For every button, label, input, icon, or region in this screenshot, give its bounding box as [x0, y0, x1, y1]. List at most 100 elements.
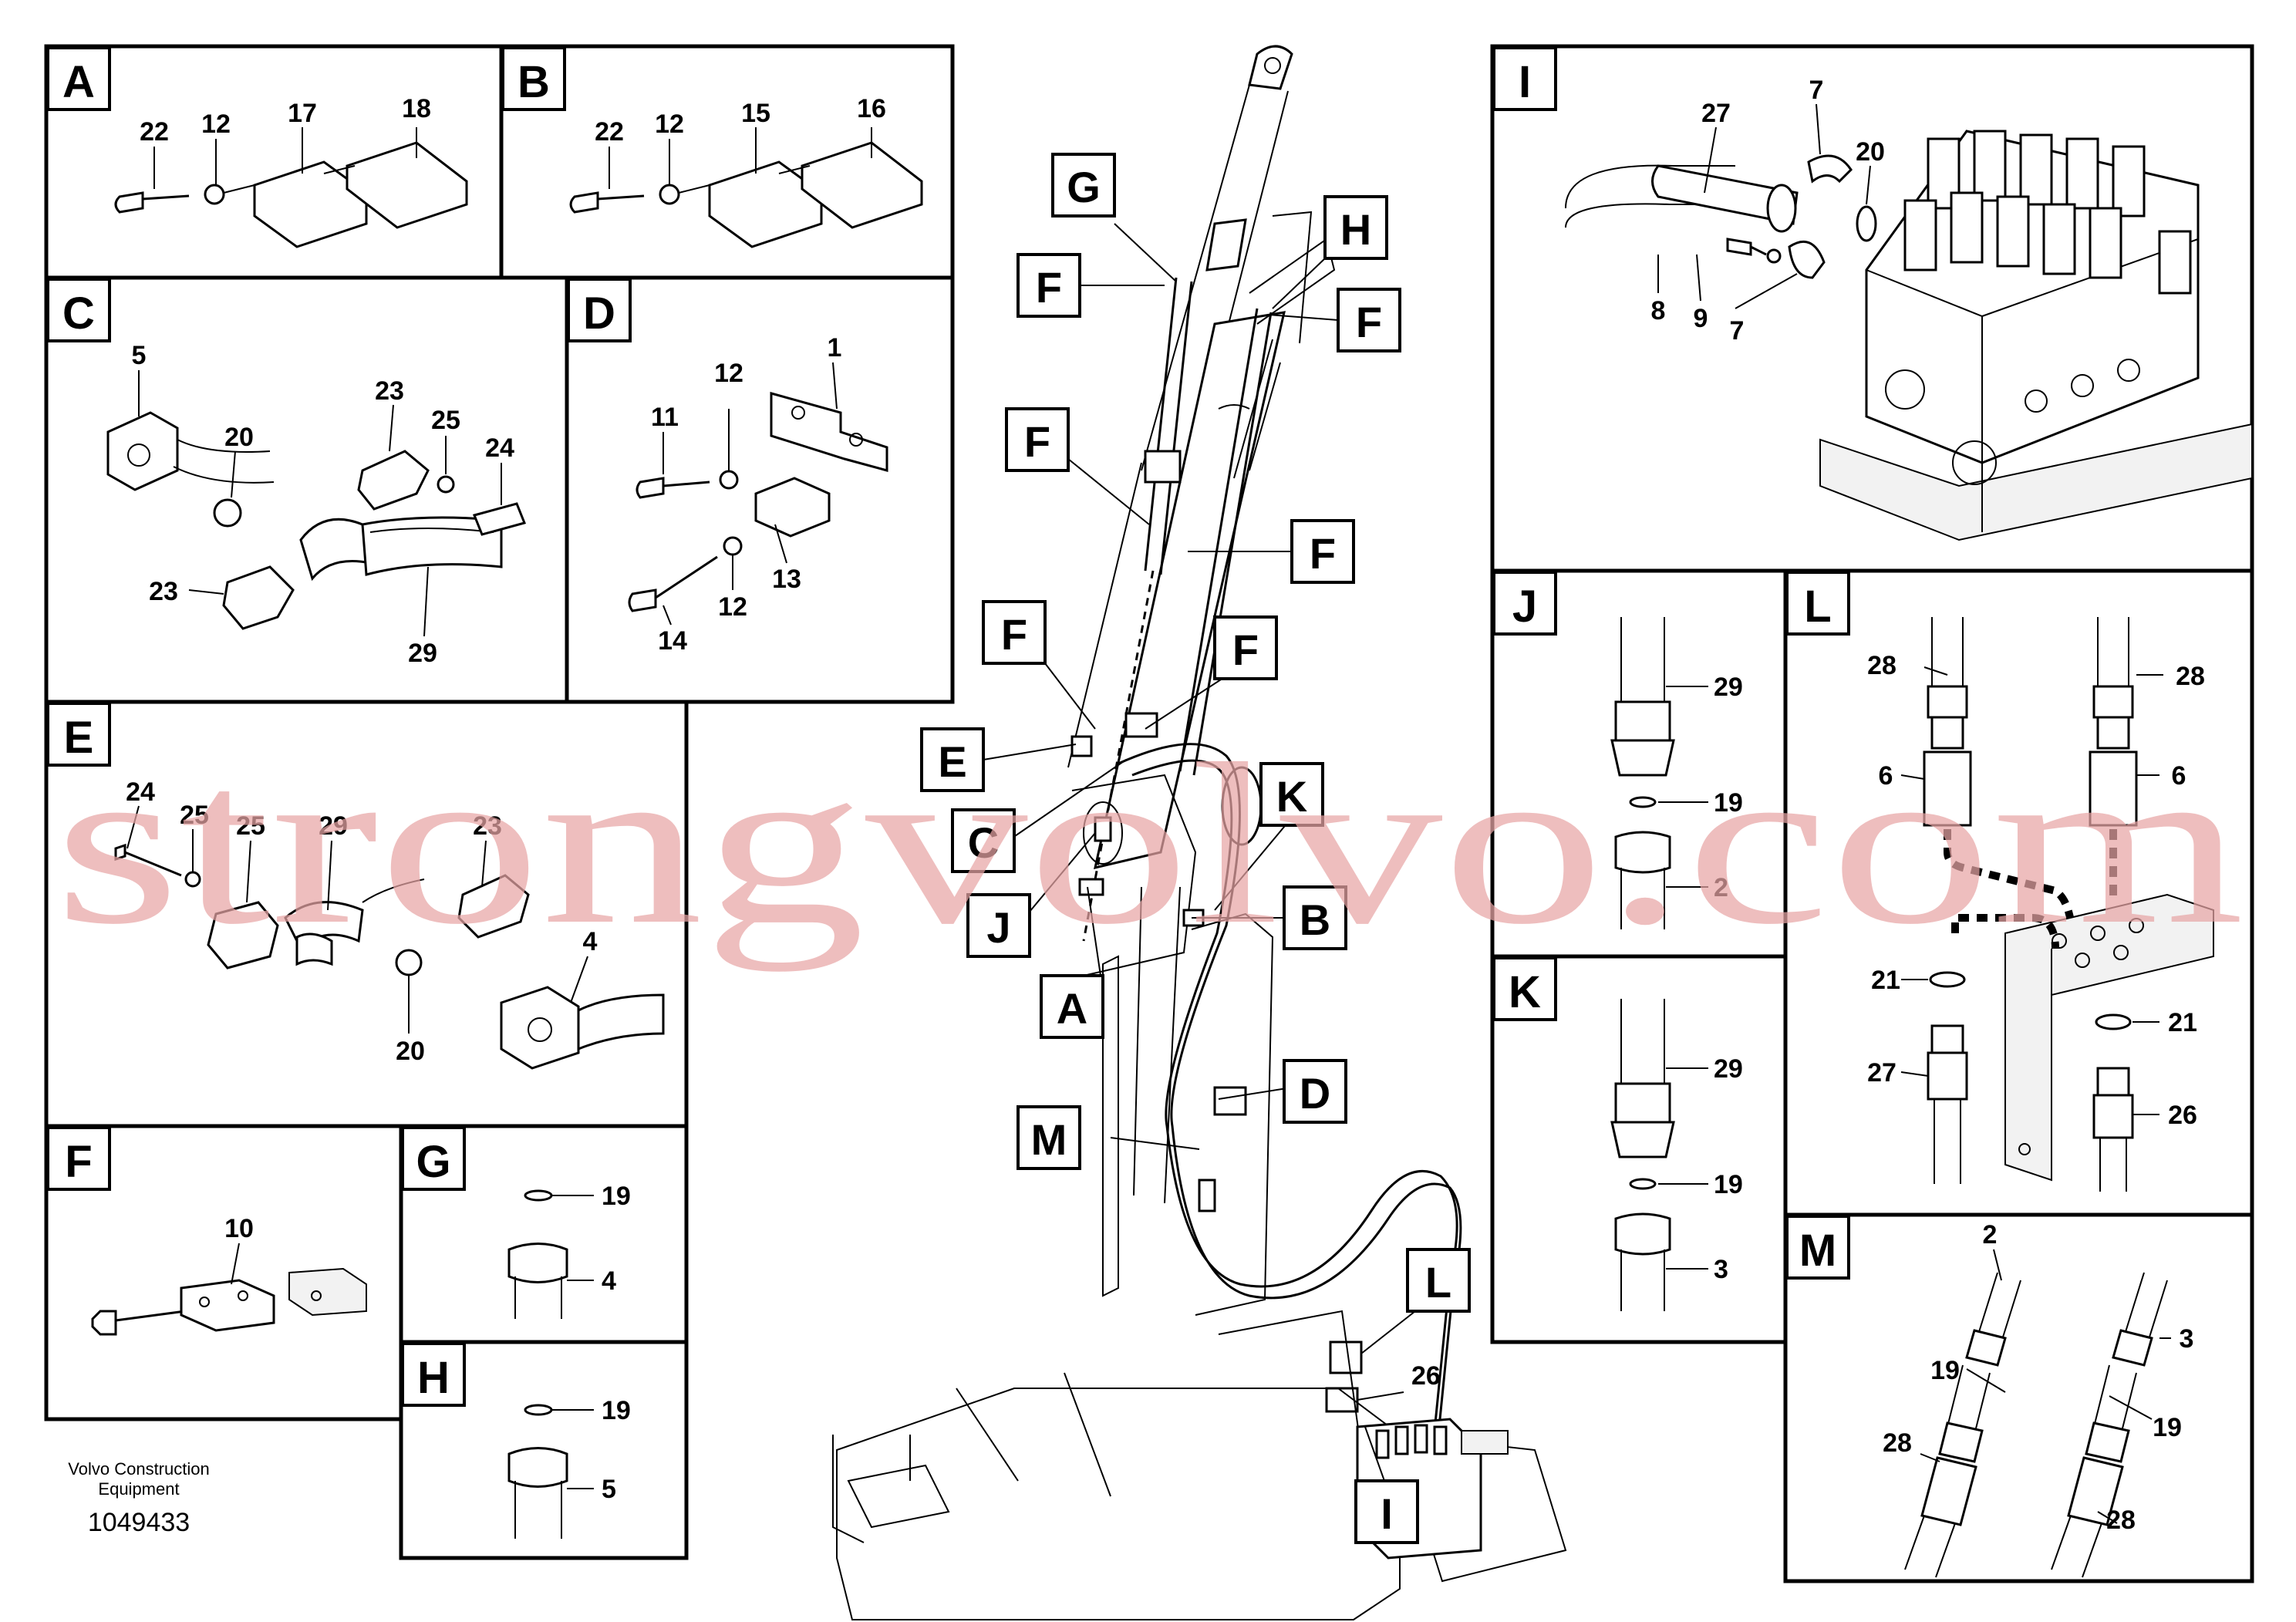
panel-i-callout-7-top: 7	[1809, 76, 1824, 105]
panel-i-callout-8: 8	[1651, 296, 1666, 325]
view-label-f-2-text: F	[1356, 298, 1382, 346]
panel-h-drawing	[507, 1404, 594, 1539]
panel-l-callout-28-right: 28	[2176, 662, 2205, 691]
panel-h-callout-19: 19	[602, 1396, 631, 1425]
panel-e-callout-25-a: 25	[180, 801, 209, 830]
panel-m-callout-19-left: 19	[1930, 1356, 1960, 1385]
main-assembly-drawing	[832, 45, 1567, 1620]
panel-b-callout-22: 22	[595, 117, 624, 147]
panel-d-callout-13: 13	[772, 565, 801, 594]
panel-d-callout-1: 1	[828, 333, 842, 363]
panel-tag-j: J	[1492, 571, 1557, 636]
view-label-h-text: H	[1340, 205, 1371, 254]
panel-b-drawing	[569, 127, 923, 248]
panel-e-callout-4: 4	[583, 927, 598, 956]
panel-l-drawing	[1900, 617, 2214, 1192]
panel-e-callout-23: 23	[473, 811, 502, 841]
panel-l-callout-27: 27	[1867, 1058, 1896, 1088]
view-label-g-text: G	[1067, 163, 1101, 211]
panel-i-callout-9: 9	[1694, 304, 1708, 333]
panel-tag-g-text: G	[416, 1137, 450, 1187]
panel-m-drawing	[1904, 1249, 2171, 1578]
panel-d-callout-12-bottom: 12	[718, 592, 747, 622]
panel-j-callout-2: 2	[1714, 873, 1728, 902]
panel-g-drawing	[507, 1189, 594, 1319]
view-label-d-text: D	[1300, 1069, 1330, 1118]
view-label-f-1-text: F	[1036, 263, 1062, 312]
panel-frames	[44, 44, 2254, 1583]
panel-e-drawing	[114, 805, 665, 1070]
panel-i-drawing	[1565, 103, 2253, 541]
panel-c-callout-23-bottom: 23	[149, 577, 178, 606]
panel-tag-k: K	[1492, 956, 1557, 1021]
panel-tag-g: G	[401, 1126, 466, 1191]
panel-j-callout-29: 29	[1714, 673, 1743, 702]
panel-tag-a: A	[46, 46, 111, 111]
view-label-e-text: E	[938, 737, 966, 786]
panel-c-callout-23-top: 23	[375, 376, 404, 406]
panel-c-callout-24: 24	[485, 433, 514, 463]
panel-l-callout-21-right: 21	[2168, 1008, 2197, 1037]
view-label-f-4-text: F	[1310, 529, 1336, 578]
panel-m-callout-28-left: 28	[1883, 1428, 1912, 1458]
panel-e-callout-25-b: 25	[236, 811, 265, 841]
view-label-m-text: M	[1031, 1115, 1067, 1164]
panel-j-drawing	[1610, 617, 1708, 929]
panel-k-drawing	[1610, 999, 1708, 1311]
panel-tag-f-text: F	[65, 1137, 92, 1187]
panel-l-callout-6-right: 6	[2172, 761, 2186, 791]
panel-b-callout-12: 12	[655, 110, 684, 139]
panel-k-callout-3: 3	[1714, 1255, 1728, 1284]
panel-d-callout-14: 14	[658, 626, 687, 656]
panel-tag-e: E	[46, 702, 111, 767]
panel-g-callout-19: 19	[602, 1182, 631, 1211]
view-label-c-text: C	[968, 818, 999, 867]
view-label-k-text: K	[1276, 772, 1307, 821]
view-label-f-4: F	[1290, 519, 1355, 584]
footer-company-line1: Volvo Construction	[68, 1459, 209, 1479]
main-callout-26: 26	[1411, 1361, 1441, 1391]
view-label-c: C	[951, 808, 1016, 873]
panel-tag-b: B	[501, 46, 566, 111]
panel-l-callout-26: 26	[2168, 1101, 2197, 1130]
panel-i-callout-20: 20	[1856, 137, 1885, 167]
panel-tag-j-text: J	[1512, 582, 1537, 632]
view-label-k: K	[1259, 762, 1324, 827]
panel-tag-m: M	[1785, 1215, 1850, 1280]
view-label-b-text: B	[1300, 895, 1330, 944]
panel-tag-k-text: K	[1509, 967, 1541, 1017]
panel-c-callout-20: 20	[224, 423, 254, 452]
view-label-f-3: F	[1005, 407, 1070, 472]
panel-m-callout-3: 3	[2180, 1324, 2194, 1354]
view-label-m: M	[1017, 1105, 1081, 1170]
panel-k-callout-29: 29	[1714, 1054, 1743, 1084]
panel-tag-h-text: H	[417, 1353, 450, 1403]
panel-d-callout-11: 11	[651, 403, 679, 432]
panel-tag-l-text: L	[1804, 582, 1831, 632]
footer-company-line2: Equipment	[98, 1479, 179, 1499]
panel-m-callout-19-right: 19	[2153, 1413, 2182, 1442]
panel-k-callout-19: 19	[1714, 1170, 1743, 1199]
view-label-f-3-text: F	[1024, 417, 1050, 466]
panel-tag-a-text: A	[62, 57, 95, 107]
panel-tag-i: I	[1492, 46, 1557, 111]
panel-i-callout-27: 27	[1701, 99, 1731, 128]
panel-d-callout-12-top: 12	[714, 359, 743, 388]
panel-tag-d: D	[567, 278, 632, 342]
panel-tag-l: L	[1785, 571, 1850, 636]
panel-a-callout-22: 22	[140, 117, 169, 147]
panel-tag-e-text: E	[64, 713, 94, 763]
panel-b-callout-15: 15	[741, 99, 770, 128]
view-label-e: E	[920, 727, 985, 792]
view-label-g: G	[1051, 153, 1116, 218]
panel-tag-m-text: M	[1799, 1226, 1836, 1276]
panel-a-drawing	[114, 127, 468, 248]
panel-g-callout-4: 4	[602, 1266, 616, 1296]
view-label-f-6-text: F	[1232, 626, 1259, 674]
panel-h-callout-5: 5	[602, 1475, 616, 1504]
panel-tag-i-text: I	[1519, 57, 1531, 107]
panel-l-callout-28-left: 28	[1867, 651, 1896, 680]
view-label-i-text: I	[1381, 1489, 1393, 1538]
panel-l-callout-21-left: 21	[1871, 966, 1900, 995]
